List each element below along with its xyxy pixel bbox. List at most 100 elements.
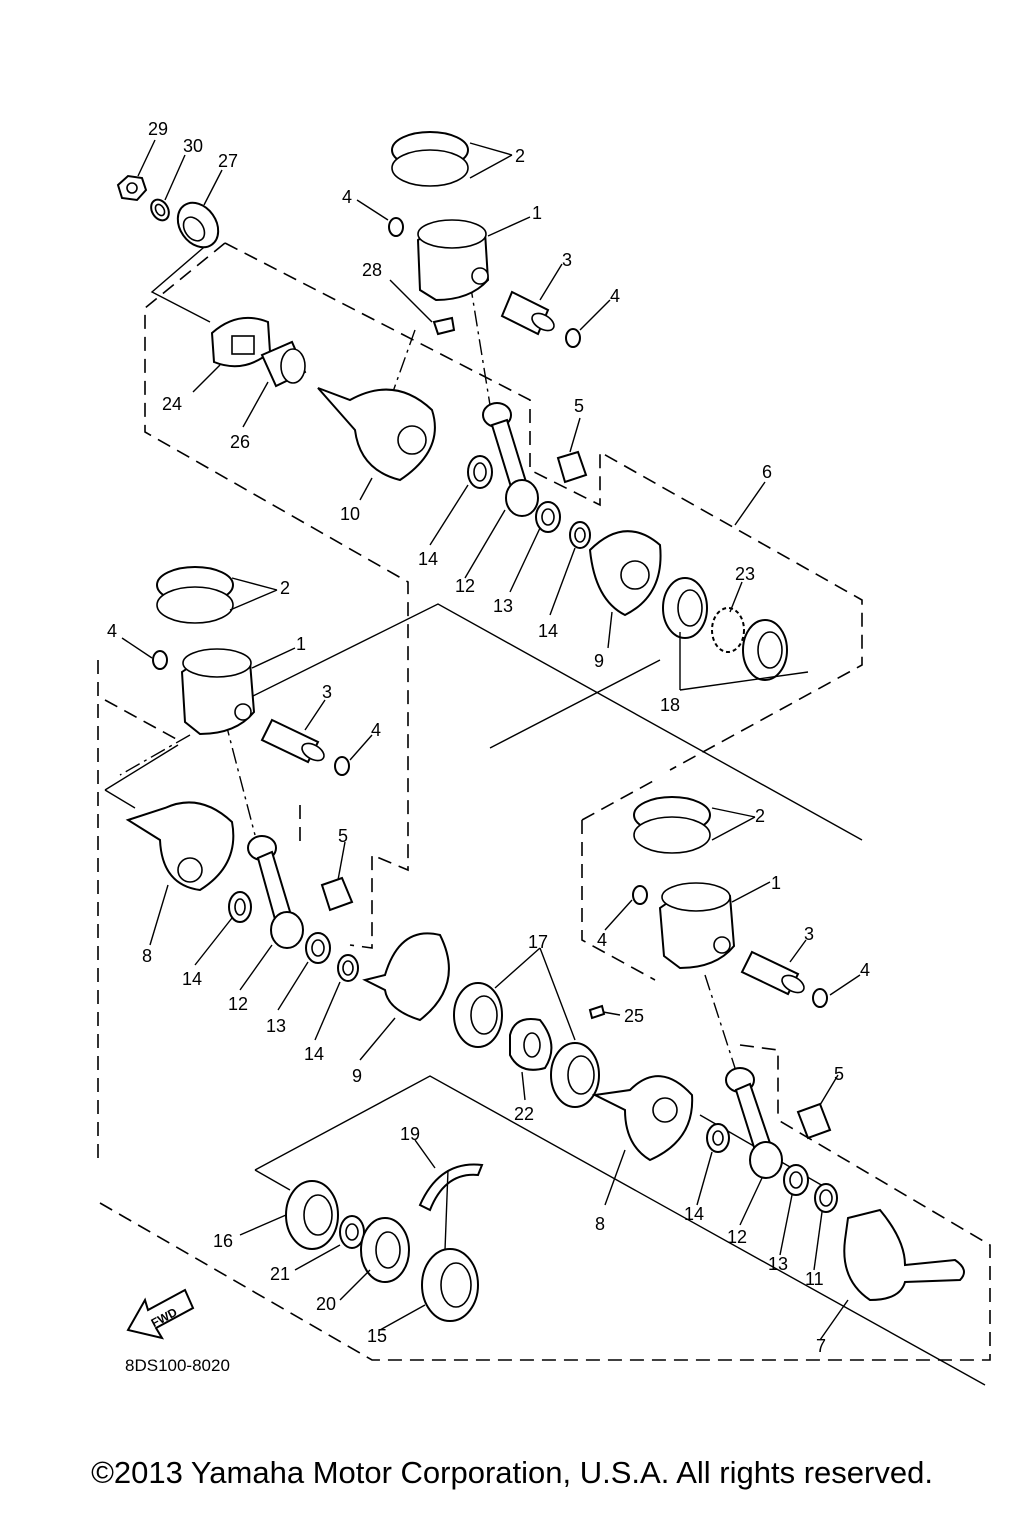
part-label-2c: 2	[755, 806, 765, 826]
crankshaft-assembly-outline-middle	[104, 699, 301, 845]
part-label-23: 23	[735, 564, 755, 584]
part-label-10: 10	[340, 504, 360, 524]
circlip-icon-right	[565, 328, 581, 348]
guide-line-top	[150, 241, 211, 323]
piston-pin-icon-2	[260, 718, 325, 764]
part-label-14: 14	[418, 549, 438, 569]
diagram-code: 8DS100-8020	[125, 1356, 230, 1375]
guide-line-crank-left	[104, 744, 179, 809]
part-label-29: 29	[148, 119, 168, 139]
part-label-22: 22	[514, 1104, 534, 1124]
washer-icon	[150, 198, 170, 222]
alignment-line-top	[389, 281, 491, 406]
oil-seal-icon-3	[360, 1217, 410, 1283]
washer-icon-5	[228, 891, 252, 923]
part-label-2b: 2	[280, 578, 290, 598]
piston-icon	[416, 219, 490, 302]
key-icon	[432, 316, 456, 336]
piston-icon-3	[658, 882, 736, 970]
part-label-14b: 14	[538, 621, 558, 641]
leader-lines	[121, 139, 861, 1341]
part-label-6: 6	[762, 462, 772, 482]
part-label-20: 20	[316, 1294, 336, 1314]
crank-web-icon-9	[588, 530, 662, 617]
pin-icon	[588, 1004, 606, 1020]
alignment-line-right	[704, 974, 736, 1069]
part-label-13b: 13	[266, 1016, 286, 1036]
connecting-rod-icon-2	[247, 835, 304, 949]
part-label-16: 16	[213, 1231, 233, 1251]
crankshaft-assembly-outline-top-right	[224, 242, 863, 771]
crankshaft-assembly-outline-right	[581, 779, 779, 1120]
ball-bearing-icon	[662, 577, 708, 639]
part-label-4e: 4	[597, 930, 607, 950]
plate-icon-2	[509, 1018, 553, 1071]
crank-end-icon	[843, 1208, 965, 1302]
part-label-1: 1	[532, 203, 542, 223]
circlip-icon-4	[334, 756, 350, 776]
ball-bearing-icon-5	[285, 1180, 339, 1250]
part-label-18: 18	[660, 695, 680, 715]
crankshaft-assembly-outline-top	[144, 242, 409, 949]
part-label-8b: 8	[595, 1214, 605, 1234]
oil-seal-icon	[176, 201, 220, 249]
part-label-12: 12	[455, 576, 475, 596]
part-label-4b: 4	[610, 286, 620, 306]
piston-pin-icon	[500, 290, 555, 336]
part-label-28: 28	[362, 260, 382, 280]
part-label-13: 13	[493, 596, 513, 616]
piston-icon-2	[180, 648, 256, 736]
collar-icon	[260, 340, 307, 388]
part-labels: 29 30 27 2 4 1 3 4 28 24 26 5 6 10 14 12…	[107, 119, 870, 1356]
circlip-icon	[388, 217, 404, 237]
part-label-1b: 1	[296, 634, 306, 654]
part-label-30: 30	[183, 136, 203, 156]
crank-web-icon-8	[125, 801, 235, 892]
part-label-21: 21	[270, 1264, 290, 1284]
part-label-4d: 4	[371, 720, 381, 740]
part-label-14c: 14	[182, 969, 202, 989]
crankshaft-assembly-outline-bottom	[99, 1119, 991, 1361]
plate-icon	[711, 607, 745, 653]
piston-pin-icon-3	[740, 950, 805, 996]
bearing-icon-9	[783, 1164, 809, 1196]
ball-bearing-icon-4	[550, 1042, 600, 1108]
oil-seal-icon-2	[814, 1183, 838, 1213]
bearing-small-icon-3	[796, 1102, 832, 1140]
piston-ring-icon	[391, 131, 469, 187]
crank-web-icon-9b	[362, 932, 450, 1022]
nut-icon	[116, 174, 148, 202]
part-label-17: 17	[528, 932, 548, 952]
crank-web-icon-8b	[591, 1075, 694, 1162]
part-label-1c: 1	[771, 873, 781, 893]
bearing-icon-13	[535, 501, 561, 533]
ball-bearing-icon-2	[742, 619, 788, 681]
circlip-icon-3	[152, 650, 168, 670]
part-label-27: 27	[218, 151, 238, 171]
part-label-5c: 5	[834, 1064, 844, 1084]
part-label-4: 4	[342, 187, 352, 207]
collar-icon-2	[339, 1215, 365, 1249]
crank-web-icon	[317, 387, 436, 482]
part-label-3c: 3	[804, 924, 814, 944]
bearing-icon-6	[305, 932, 331, 964]
part-label-5: 5	[574, 396, 584, 416]
part-label-9b: 9	[352, 1066, 362, 1086]
part-label-4c: 4	[107, 621, 117, 641]
part-label-19: 19	[400, 1124, 420, 1144]
part-label-15: 15	[367, 1326, 387, 1346]
part-label-14e: 14	[684, 1204, 704, 1224]
guide-line-middle	[244, 603, 863, 841]
part-label-5b: 5	[338, 826, 348, 846]
forward-arrow-icon: FWD	[126, 1288, 195, 1340]
alignment-line-middle	[119, 719, 256, 836]
bearing-small-icon-2	[320, 876, 354, 912]
part-label-8: 8	[142, 946, 152, 966]
bearing-small-icon	[556, 450, 588, 484]
piston-ring-icon-2	[156, 566, 234, 624]
part-label-2: 2	[515, 146, 525, 166]
part-label-3: 3	[562, 250, 572, 270]
washer-icon-7	[337, 954, 359, 982]
circlip-icon-6	[812, 988, 828, 1008]
